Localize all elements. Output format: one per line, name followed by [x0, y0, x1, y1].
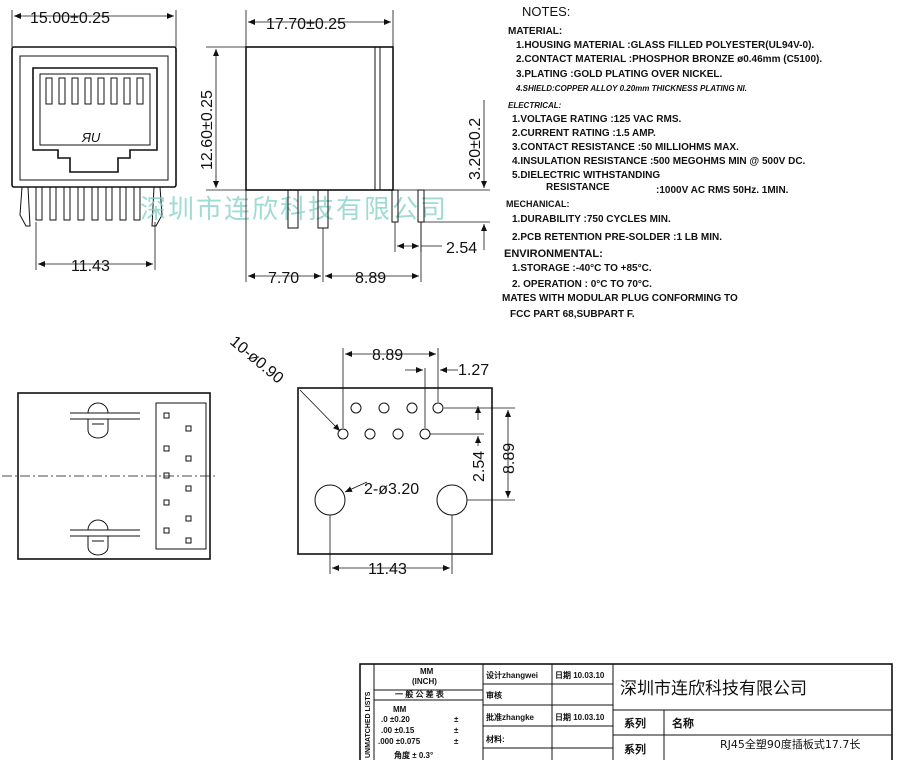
environmental-line: 2. OPERATION : 0°C TO 70°C. [512, 279, 652, 290]
mechanical-heading: MECHANICAL: [506, 199, 570, 209]
side-view: 17.70±0.25 12.60±0.25 3.20±0.2 2.54 7.70… [199, 10, 490, 287]
electrical-line: 4.INSULATION RESISTANCE :500 MEGOHMS MIN… [512, 156, 806, 167]
electrical-heading: ELECTRICAL: [508, 101, 562, 110]
pin-marks [163, 412, 192, 544]
tb-name-label: 名称 [672, 716, 694, 730]
dim-span-889: 8.89 [355, 270, 386, 287]
peg-bottom [70, 519, 140, 556]
peg-top [70, 402, 140, 439]
electrical-line: :1000V AC RMS 50Hz. 1MIN. [656, 185, 789, 196]
tb-tol-pm: ± [454, 715, 459, 724]
front-pins [19, 186, 163, 227]
electrical-line: 1.VOLTAGE RATING :125 VAC RMS. [512, 114, 681, 125]
tb-designer: 设计zhangwei [486, 670, 538, 680]
title-block: MM (INCH) 一 般 公 差 表 UNMATCHED LISTS MM .… [359, 663, 893, 760]
tb-material: 材料: [486, 734, 505, 744]
dim-pcb-row-spacing: 2.54 [471, 451, 488, 482]
mechanical-line: 1.DURABILITY :750 CYCLES MIN. [512, 214, 671, 225]
tb-series-label: 系列 [624, 716, 646, 730]
dim-pcb-height: 8.89 [501, 443, 518, 474]
tb-side-label: UNMATCHED LISTS [365, 691, 372, 758]
notes-heading: NOTES: [522, 4, 570, 19]
tb-tol-mm: MM [393, 705, 407, 714]
tb-approver: 批准zhangke [486, 712, 535, 722]
environmental-line: MATES WITH MODULAR PLUG CONFORMING TO [502, 293, 738, 304]
tb-reviewer: 审核 [486, 690, 502, 700]
tb-unit-mm: MM [420, 667, 434, 676]
tb-unit-inch: (INCH) [412, 677, 437, 686]
material-heading: MATERIAL: [508, 26, 562, 37]
electrical-line: RESISTANCE [546, 182, 610, 193]
electrical-line: 5.DIELECTRIC WITHSTANDING [512, 170, 660, 181]
dim-pcb-hole-count: 10-ø0.90 [226, 333, 286, 387]
dim-pcb-bottom-span: 11.43 [368, 561, 407, 578]
dim-offset-770: 7.70 [268, 270, 299, 287]
notes-block: NOTES: MATERIAL: 1.HOUSING MATERIAL :GLA… [502, 4, 822, 320]
material-line: 1.HOUSING MATERIAL :GLASS FILLED POLYEST… [516, 40, 814, 51]
tb-tol-pm: ± [454, 726, 459, 735]
electrical-line: 3.CONTACT RESISTANCE :50 MILLIOHMS MAX. [512, 142, 739, 153]
dim-pin-length: 3.20±0.2 [467, 118, 484, 180]
watermark: 深圳市连欣科技有限公司 [140, 195, 448, 225]
environmental-heading: ENVIRONMENTAL: [504, 248, 603, 260]
tb-approve-date: 日期 10.03.10 [555, 712, 605, 722]
tb-tol-row: .000 ±0.075 [378, 737, 421, 746]
electrical-line: 2.CURRENT RATING :1.5 AMP. [512, 128, 656, 139]
dim-pcb-pitch: 1.27 [458, 362, 489, 379]
material-line: 3.PLATING :GOLD PLATING OVER NICKEL. [516, 69, 723, 80]
tb-tol-row: .00 ±0.15 [381, 726, 415, 735]
pcb-layout: 2-ø3.20 8.89 1.27 10-ø0.90 2.54 8.89 11.… [226, 333, 518, 578]
tb-bottom-partial: 角度 ± 0.3° [394, 750, 433, 760]
dim-peg-holes: 2-ø3.20 [364, 481, 419, 498]
contact-fingers [45, 77, 144, 105]
tb-design-date: 日期 10.03.10 [555, 670, 605, 680]
tb-tolerance-header: 一 般 公 差 表 [395, 689, 445, 699]
ul-mark: ЯU [81, 130, 101, 145]
dim-front-width: 15.00±0.25 [30, 10, 110, 27]
bottom-view [2, 392, 218, 560]
material-line: 4.SHIELD:COPPER ALLOY 0.20mm THICKNESS P… [515, 84, 747, 93]
dim-side-height: 12.60±0.25 [199, 90, 216, 170]
tb-series-label-2: 系列 [624, 742, 646, 756]
tb-company: 深圳市连欣科技有限公司 [620, 679, 807, 699]
dim-side-length: 17.70±0.25 [266, 16, 346, 33]
pcb-holes [337, 402, 444, 440]
dim-pcb-top-span: 8.89 [372, 347, 403, 364]
mechanical-line: 2.PCB RETENTION PRE-SOLDER :1 LB MIN. [512, 232, 722, 243]
tb-tol-row: .0 ±0.20 [381, 715, 410, 724]
tb-tol-pm: ± [454, 737, 459, 746]
front-view: ЯU 15.00±0.25 11.43 [11, 10, 177, 275]
tb-product-name: RJ45全塑90度插板式17.7长 [720, 737, 860, 751]
dim-front-pin-span: 11.43 [71, 258, 110, 275]
environmental-line: FCC PART 68,SUBPART F. [510, 309, 635, 320]
environmental-line: 1.STORAGE :-40°C TO +85°C. [512, 263, 652, 274]
material-line: 2.CONTACT MATERIAL :PHOSPHOR BRONZE ø0.4… [516, 54, 822, 65]
dim-side-pitch: 2.54 [446, 240, 477, 257]
